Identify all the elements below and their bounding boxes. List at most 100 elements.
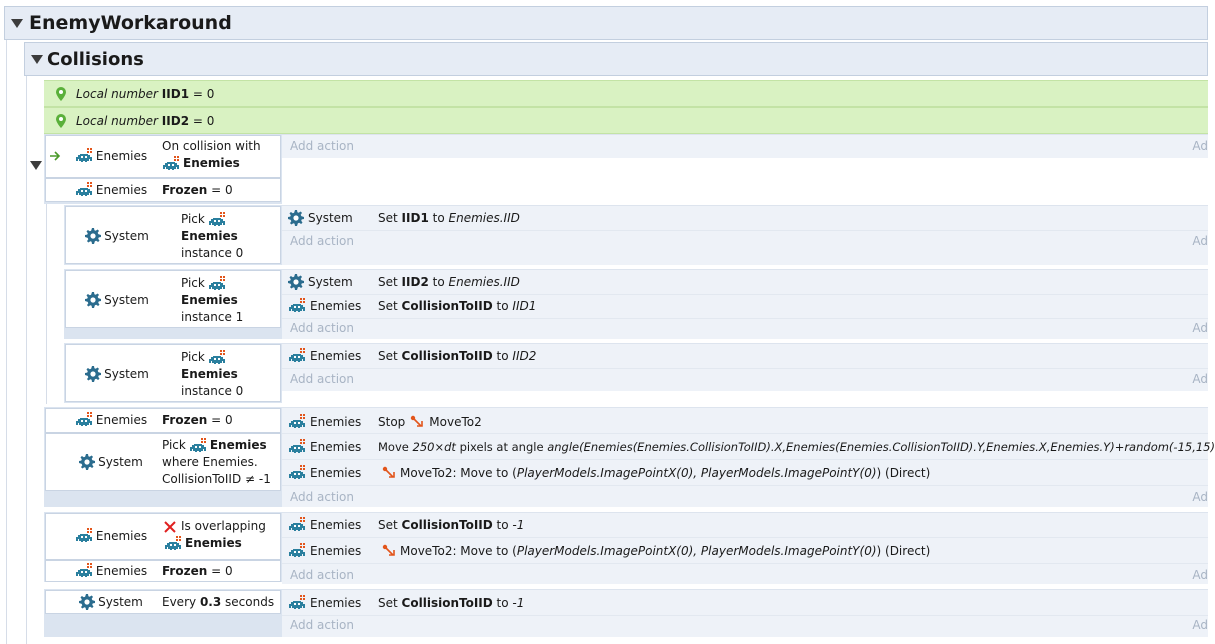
add-action-link[interactable]: Add action: [290, 321, 354, 335]
condition-frozen[interactable]: [45, 408, 281, 433]
add-action-link[interactable]: Ad: [1192, 372, 1208, 386]
pick-object: Enemies: [181, 367, 238, 381]
add-action-link[interactable]: Add action: [290, 618, 354, 632]
action-row[interactable]: Enemies MoveTo2: Move to (PlayerModels.I…: [282, 538, 1208, 563]
group-header-enemyworkaround[interactable]: EnemyWorkaround: [4, 6, 1208, 40]
action-verb: Set: [378, 595, 398, 610]
add-action-link[interactable]: Ad: [1192, 568, 1208, 582]
action-verb: Set: [378, 348, 398, 363]
condition-object: Enemies: [95, 149, 148, 163]
enemies-icon: [75, 563, 93, 579]
local-prefix: Local number: [76, 86, 158, 101]
every-unit: seconds: [225, 595, 275, 609]
local-prefix: Local number: [76, 113, 158, 128]
action-to: to: [432, 210, 445, 225]
action-object: Enemies: [310, 465, 362, 480]
action-verb: Set: [378, 517, 398, 532]
enemies-icon: [75, 528, 93, 544]
enemies-icon: [75, 412, 93, 428]
action-var: CollisionToIID: [401, 595, 493, 610]
condition-frozen[interactable]: [45, 560, 281, 582]
action-verb: Stop: [378, 414, 406, 429]
system-gear-icon: [79, 454, 95, 470]
action-row[interactable]: Enemies Set CollisionToIID to -1: [282, 590, 1208, 615]
system-gear-icon: [288, 274, 304, 290]
condition-object: System: [104, 293, 149, 307]
add-action-link[interactable]: Add action: [290, 568, 354, 582]
action-object: System: [308, 210, 353, 225]
action-var: IID1: [401, 210, 429, 225]
system-gear-icon: [85, 366, 101, 382]
pick-label: Pick: [181, 276, 205, 290]
add-action-link[interactable]: Ad: [1192, 321, 1208, 335]
action-to: to: [496, 517, 509, 532]
local-name: IID1: [161, 86, 190, 101]
condition-text: On collision with: [162, 139, 261, 153]
action-row[interactable]: System Set IID2 to Enemies.IID: [282, 269, 1208, 294]
condition-object: System: [98, 595, 143, 609]
action-row[interactable]: Enemies Set CollisionToIID to -1: [282, 512, 1208, 537]
add-action-link[interactable]: Add action: [290, 372, 354, 386]
system-gear-icon: [85, 292, 101, 308]
action-text: ) (Direct): [876, 543, 931, 558]
condition-object: Enemies: [95, 183, 148, 197]
action-object: Enemies: [310, 298, 362, 313]
system-gear-icon: [288, 210, 304, 226]
pick-label: Pick: [181, 350, 205, 364]
enemies-icon: [164, 536, 182, 552]
moveto-behavior-icon: [410, 415, 424, 429]
collapse-triangle-icon[interactable]: [11, 18, 23, 28]
action-value: IID2: [512, 348, 537, 363]
local-variable-iid2[interactable]: Local number IID2 = 0: [44, 107, 1208, 134]
action-row[interactable]: Enemies Set CollisionToIID to IID2: [282, 343, 1208, 368]
add-action-link[interactable]: Ad: [1192, 139, 1208, 153]
local-value: = 0: [192, 86, 215, 101]
add-action-link[interactable]: Ad: [1192, 234, 1208, 248]
action-verb: MoveTo2: Move to (: [400, 465, 517, 480]
pick-object: Enemies: [209, 438, 267, 452]
action-object: Enemies: [310, 543, 362, 558]
var-name: Frozen: [162, 413, 208, 427]
local-variable-iid1[interactable]: Local number IID1 = 0: [44, 80, 1208, 107]
collapse-triangle-icon[interactable]: [31, 54, 43, 64]
action-row[interactable]: Enemies MoveTo2: Move to (PlayerModels.I…: [282, 460, 1208, 485]
action-value: -1: [512, 517, 525, 532]
add-action-link[interactable]: Add action: [290, 139, 354, 153]
action-verb: Set: [378, 274, 398, 289]
action-row[interactable]: System Set IID1 to Enemies.IID: [282, 205, 1208, 230]
add-action-link[interactable]: Ad: [1192, 618, 1208, 632]
add-action-link[interactable]: Add action: [290, 490, 354, 504]
enemies-icon: [288, 298, 306, 314]
group-header-collisions[interactable]: Collisions: [24, 42, 1208, 76]
var-value: = 0: [211, 564, 233, 578]
action-to: to: [432, 274, 445, 289]
moveto-behavior-icon: [382, 466, 396, 480]
enemies-icon: [288, 414, 306, 430]
condition-object: Enemies: [95, 413, 148, 427]
action-row[interactable]: Enemies Set CollisionToIID to IID1: [282, 293, 1208, 318]
enemies-icon: [208, 276, 226, 292]
collapse-triangle-icon[interactable]: [30, 161, 42, 170]
pick-where: where Enemies.: [162, 455, 258, 469]
subgroup-title: Collisions: [47, 48, 144, 70]
action-expr: PlayerModels.ImagePointX(0), PlayerModel…: [516, 543, 877, 558]
action-row[interactable]: Enemies Move 250×dt pixels at angle angl…: [282, 434, 1215, 459]
add-action-link[interactable]: Add action: [290, 234, 354, 248]
enemies-icon: [288, 595, 306, 611]
pick-instance: instance 0: [181, 246, 244, 260]
action-object: System: [308, 274, 353, 289]
action-value: -1: [512, 595, 525, 610]
action-expr: 250×dt: [412, 439, 456, 454]
action-var: CollisionToIID: [401, 348, 493, 363]
pick-object: Enemies: [181, 293, 238, 307]
condition-object: Enemies: [95, 564, 148, 578]
var-value: = 0: [211, 183, 233, 197]
action-row[interactable]: Enemies Stop MoveTo2: [282, 409, 1208, 434]
pick-instance: instance 0: [181, 384, 244, 398]
local-name: IID2: [161, 113, 190, 128]
system-gear-icon: [79, 594, 95, 610]
add-action-link[interactable]: Ad: [1192, 490, 1208, 504]
group-title: EnemyWorkaround: [29, 12, 232, 34]
action-var: CollisionToIID: [401, 517, 493, 532]
action-object: Enemies: [310, 414, 362, 429]
